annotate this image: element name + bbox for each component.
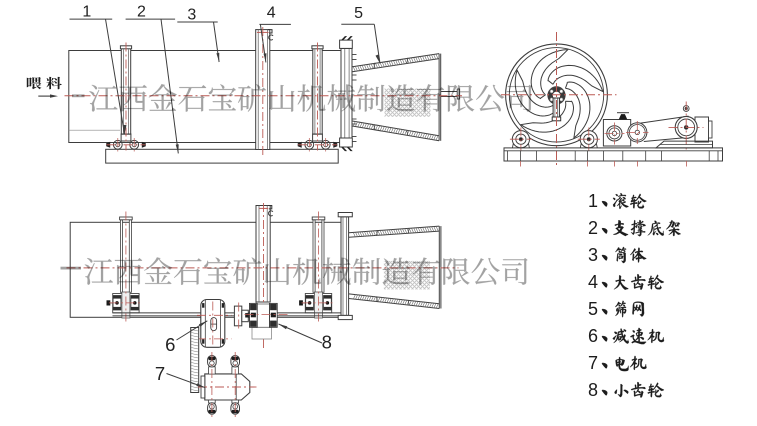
svg-text:6: 6 <box>165 334 175 355</box>
svg-text:8: 8 <box>322 332 332 353</box>
svg-text:3: 3 <box>588 245 598 265</box>
svg-text:1: 1 <box>588 191 598 211</box>
svg-text:5: 5 <box>588 299 598 319</box>
svg-text:3: 3 <box>187 7 196 24</box>
svg-text:7: 7 <box>588 353 598 373</box>
svg-text:6: 6 <box>588 326 598 346</box>
svg-text:7: 7 <box>155 363 165 384</box>
svg-text:1: 1 <box>82 4 91 21</box>
svg-text:2: 2 <box>137 4 146 21</box>
svg-text:4: 4 <box>588 272 598 292</box>
svg-text:5: 5 <box>354 5 363 22</box>
svg-text:8: 8 <box>588 380 598 400</box>
svg-text:4: 4 <box>267 5 276 22</box>
svg-text:2: 2 <box>588 218 598 238</box>
